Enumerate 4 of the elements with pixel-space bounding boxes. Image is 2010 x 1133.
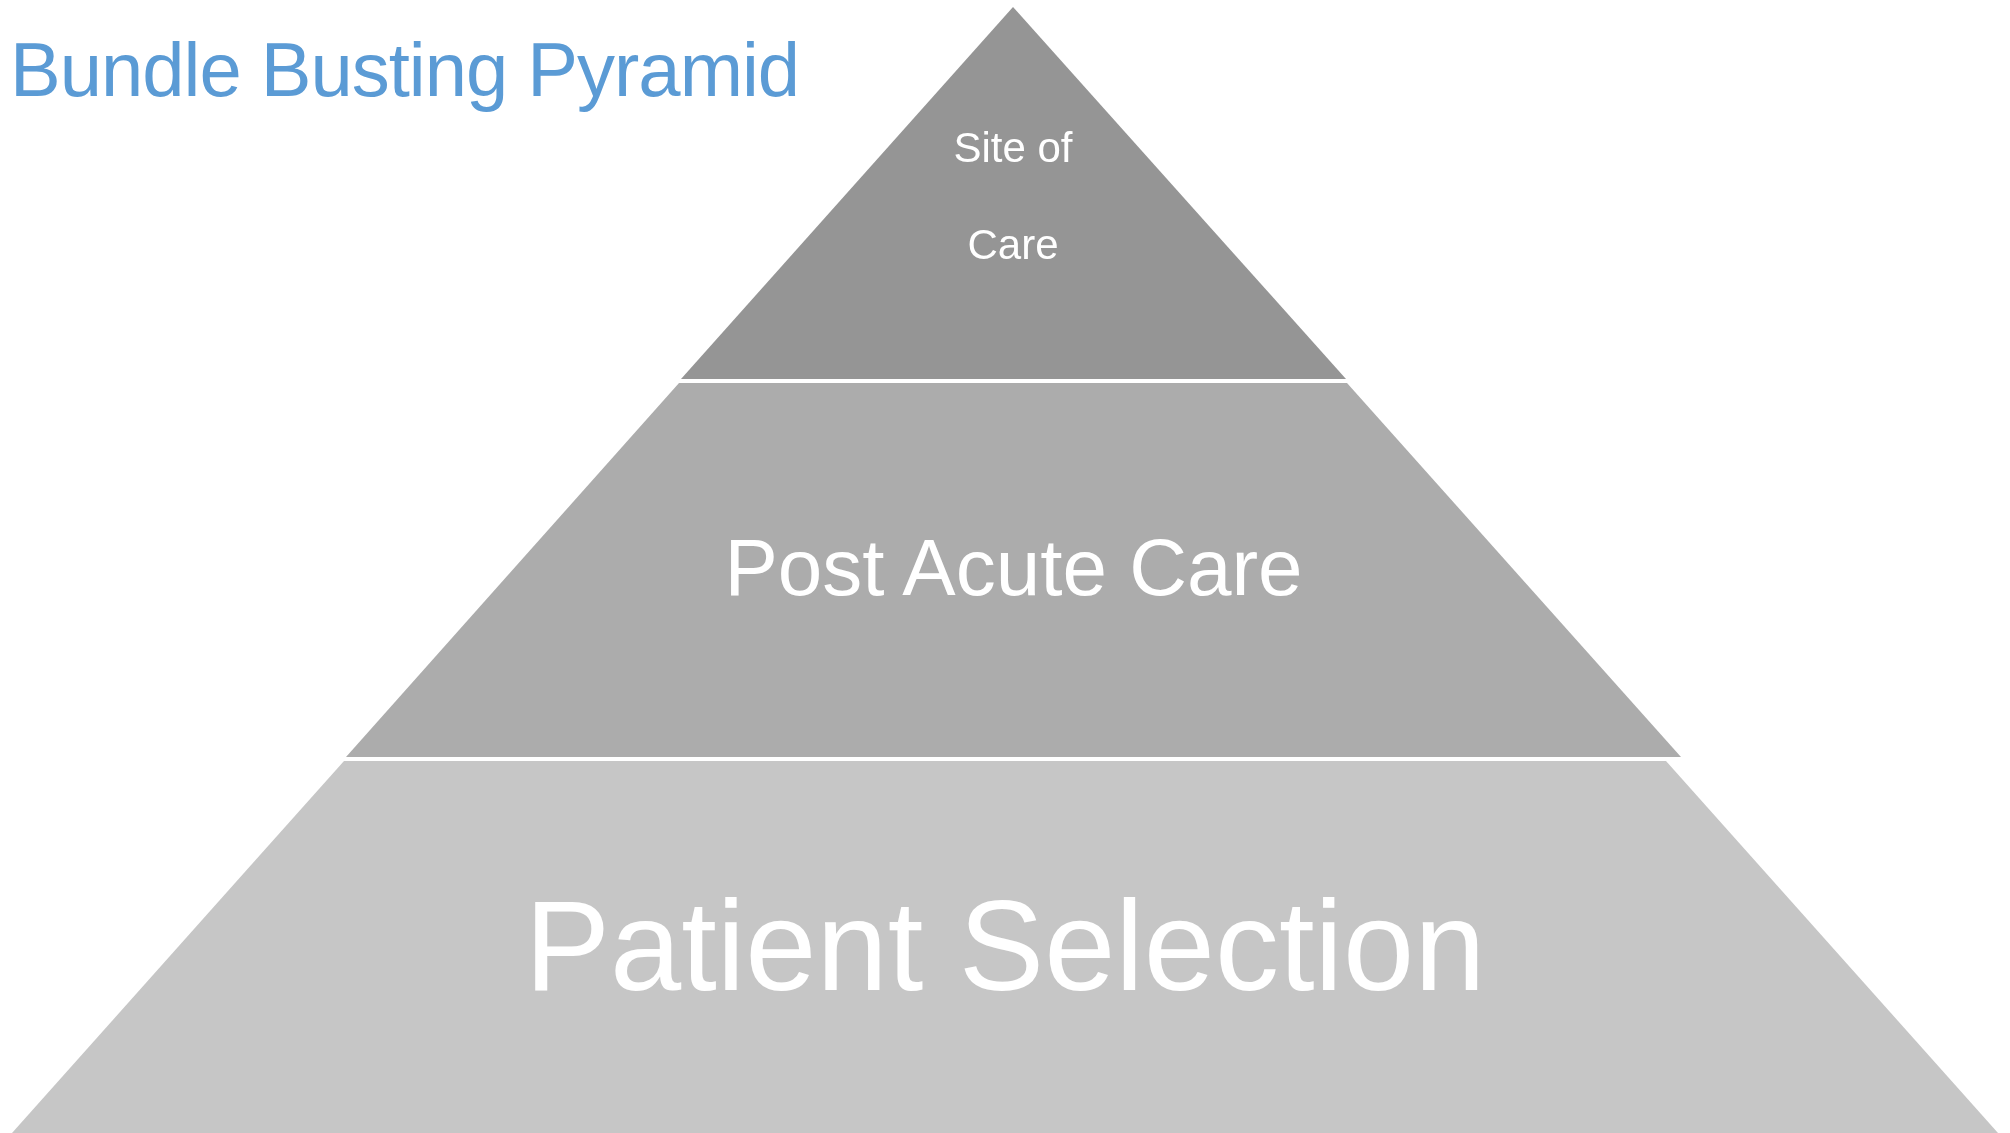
tier-label: Site of Care — [952, 123, 1074, 270]
tier-label: Patient Selection — [524, 873, 1486, 1020]
title: Bundle Busting Pyramid — [10, 26, 800, 113]
tier-label: Post Acute Care — [724, 522, 1303, 614]
